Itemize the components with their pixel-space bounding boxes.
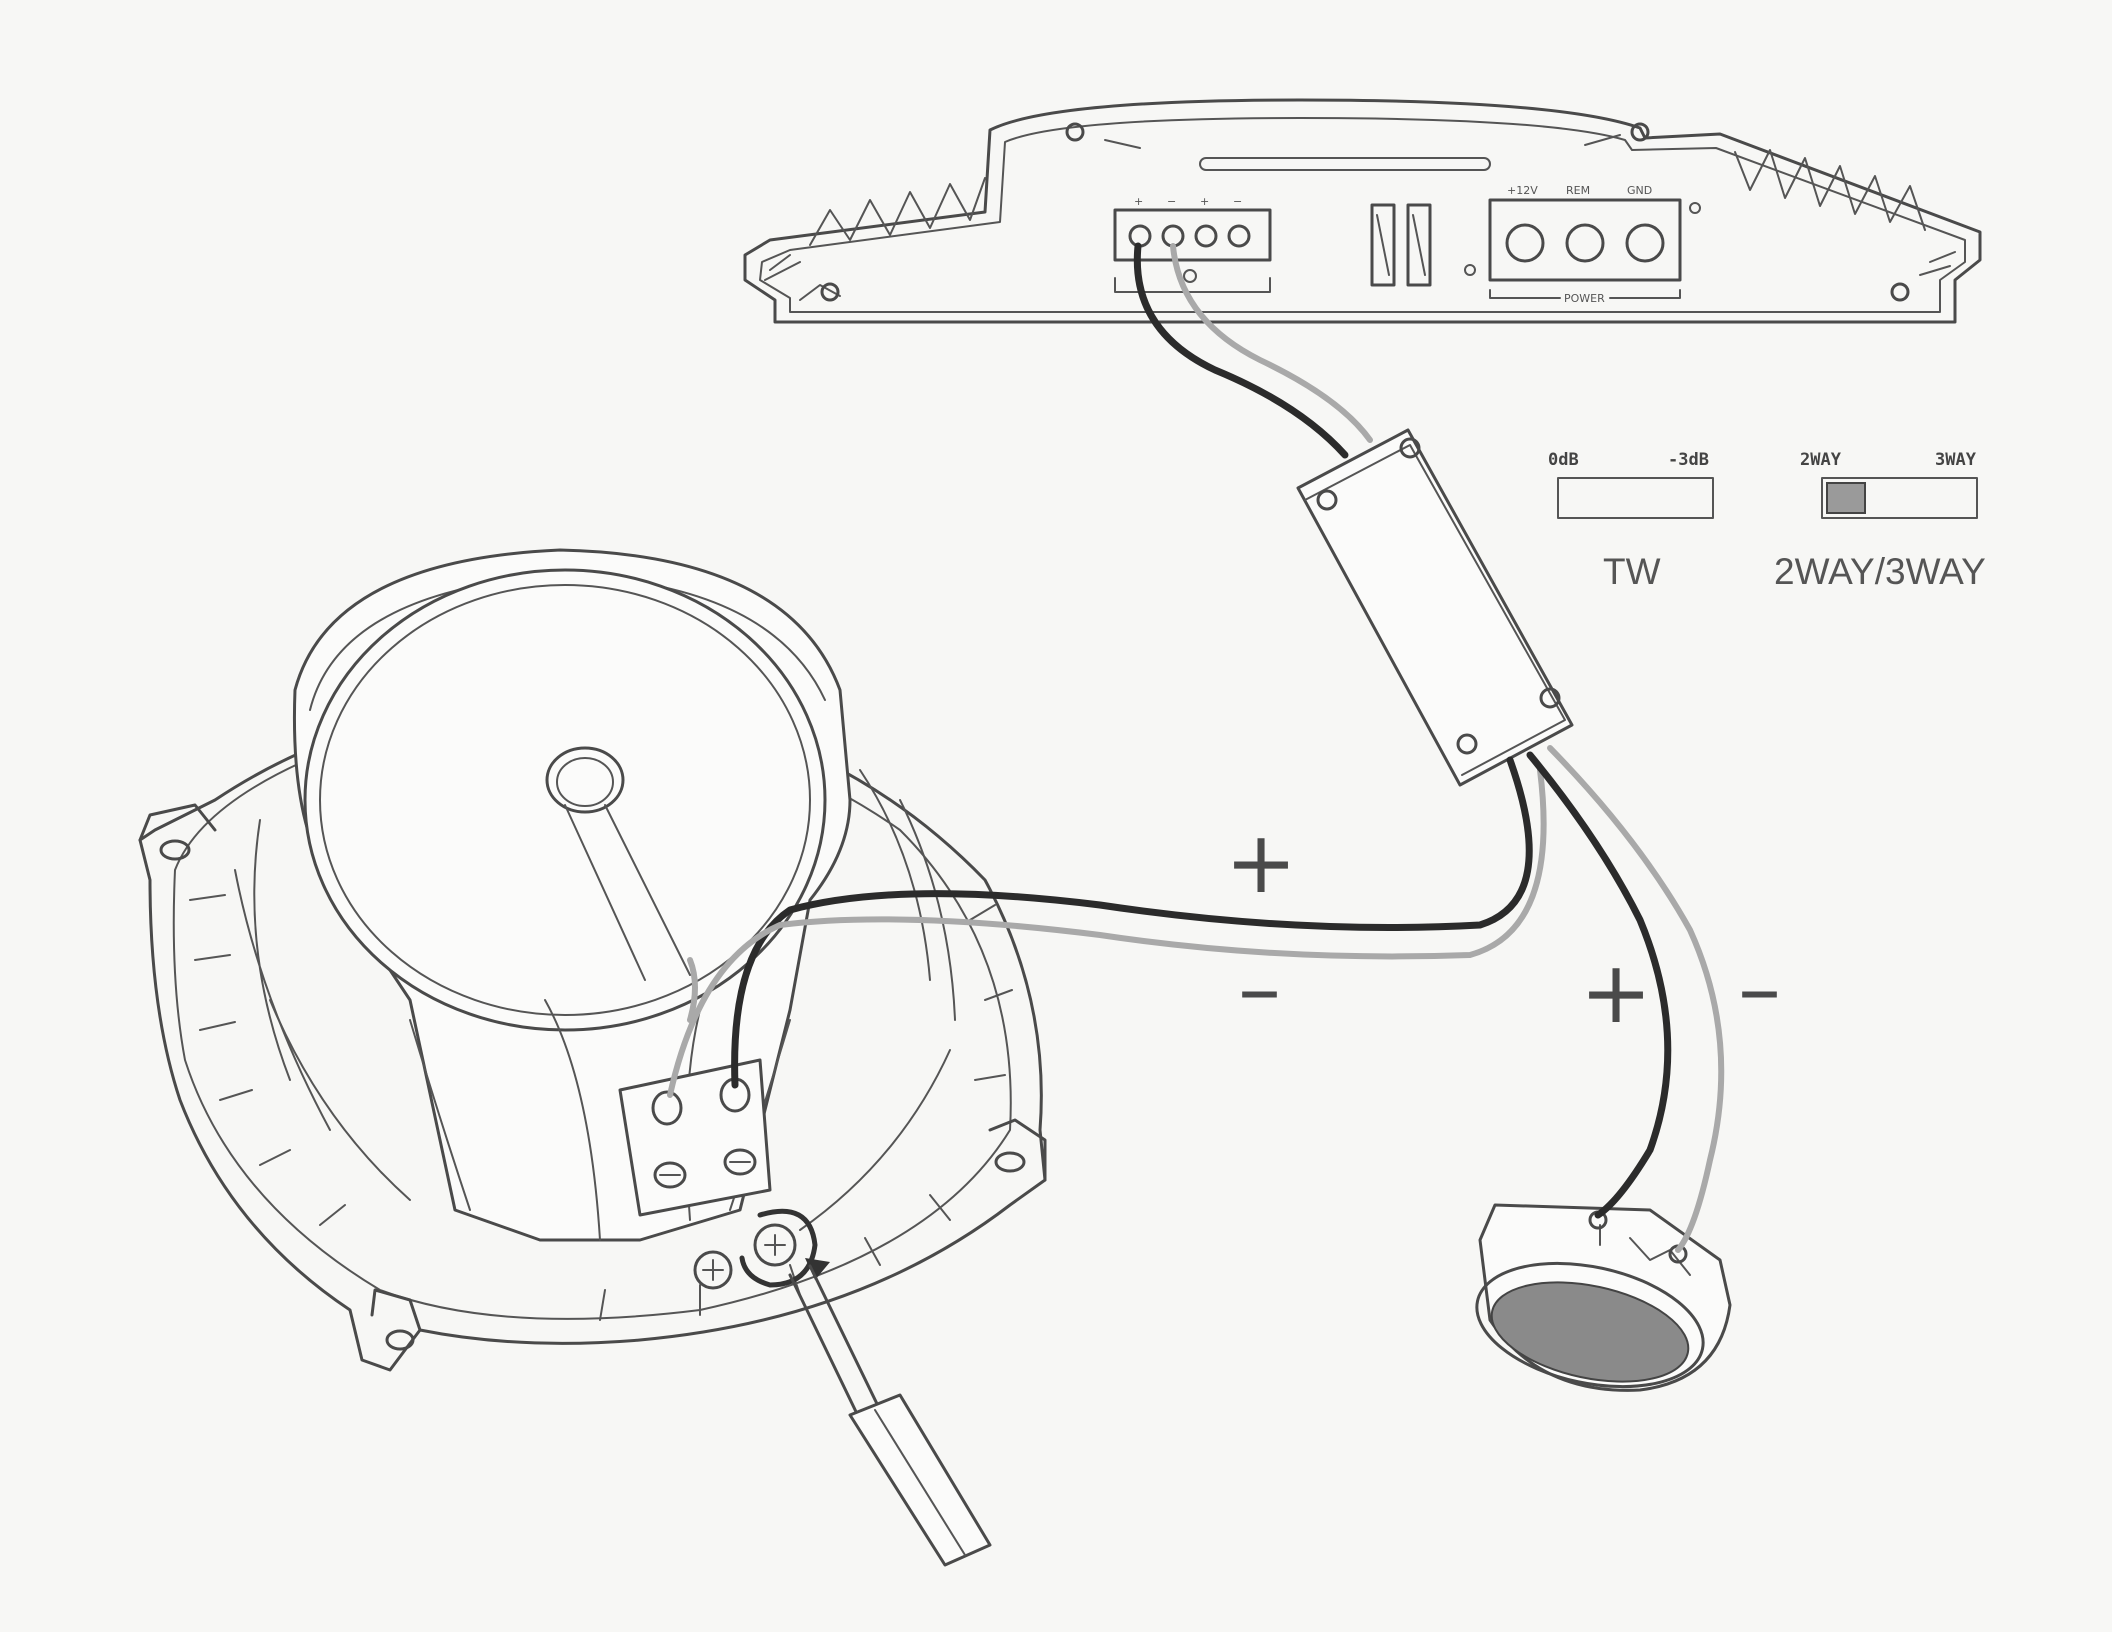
power-gnd-label: GND <box>1627 184 1652 197</box>
crossover <box>1298 430 1572 785</box>
power-terminal-block: +12V REM GND POWER <box>1465 184 1700 305</box>
power-caption: POWER <box>1564 292 1605 305</box>
switch-panel: 0dB -3dB TW 2WAY 3WAY 2WAY/3WAY <box>1548 450 1986 592</box>
screwdriver <box>790 1266 990 1565</box>
power-12v-label: +12V <box>1507 184 1538 197</box>
tw-switch[interactable] <box>1558 478 1713 518</box>
heatsink-fins-right <box>1735 150 1955 275</box>
way-caption: 2WAY/3WAY <box>1774 551 1986 592</box>
power-rem-label: REM <box>1566 184 1590 197</box>
fuses <box>1372 205 1430 285</box>
wire-amp-negative <box>1173 246 1370 440</box>
amp-terminal-minus-1: − <box>1167 195 1176 208</box>
way-right-label: 3WAY <box>1935 450 1977 470</box>
tw-left-label: 0dB <box>1548 450 1579 470</box>
tweeter-plus-sign: + <box>1580 943 1652 1043</box>
woofer-minus-sign: – <box>1238 939 1281 1039</box>
way-left-label: 2WAY <box>1800 450 1842 470</box>
way-switch-knob[interactable] <box>1827 483 1865 513</box>
woofer-plus-sign: + <box>1225 813 1297 913</box>
woofer-speaker <box>140 550 1045 1565</box>
tweeter-minus-sign: – <box>1738 939 1781 1039</box>
tw-right-label: -3dB <box>1668 450 1709 470</box>
tw-caption: TW <box>1603 551 1661 592</box>
amplifier: + − + − +12V REM GND POWER <box>745 100 1980 322</box>
amp-terminal-minus-2: − <box>1233 195 1242 208</box>
amp-terminal-plus-2: + <box>1200 195 1209 208</box>
amp-terminal-plus-1: + <box>1134 195 1143 208</box>
